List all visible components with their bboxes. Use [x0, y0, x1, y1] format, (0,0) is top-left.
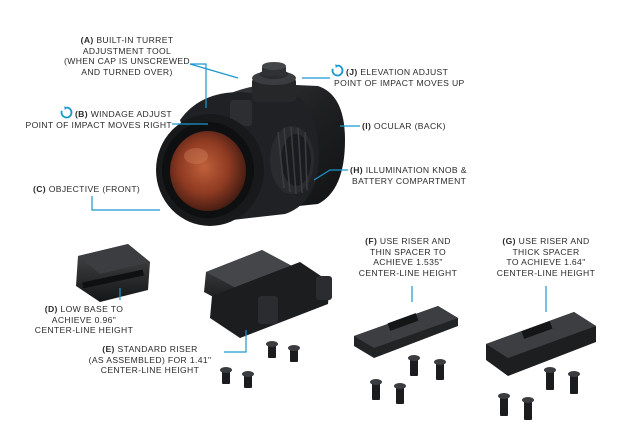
label-d-line3: CENTER-LINE HEIGHT [34, 325, 134, 336]
label-i-key: (I) [362, 121, 372, 131]
label-j-key: (J) [346, 67, 358, 77]
label-a-line2: ADJUSTMENT TOOL [82, 45, 172, 56]
label-a-line4: AND TURNED OVER) [81, 66, 173, 77]
label-a-line1: BUILT-IN TURRET [96, 35, 174, 45]
label-a-turret-tool: (A) BUILT-IN TURRET ADJUSTMENT TOOL (WHE… [62, 35, 192, 77]
label-b-key: (B) [74, 109, 88, 119]
spacer-screws-f [370, 355, 446, 404]
thick-spacer-plate [486, 312, 596, 376]
label-f-thin-spacer: (F) USE RISER AND THIN SPACER TO ACHIEVE… [352, 236, 464, 278]
label-g-key: (G) [502, 236, 516, 246]
leader-a [190, 63, 207, 108]
red-dot-sight [156, 62, 345, 226]
label-d-key: (D) [44, 304, 58, 314]
label-d-line2: ACHIEVE 0.96" [51, 314, 117, 325]
label-b-line1: WINDAGE ADJUST [90, 109, 172, 119]
spacer-screws-g [498, 367, 580, 420]
label-e-key: (E) [102, 344, 115, 354]
label-h-key: (H) [350, 165, 363, 175]
label-g-thick-spacer: (G) USE RISER AND THICK SPACER TO ACHIEV… [490, 236, 602, 278]
label-f-line4: CENTER-LINE HEIGHT [358, 267, 458, 278]
label-h-illumination: (H) ILLUMINATION KNOB & BATTERY COMPARTM… [350, 165, 467, 186]
windage-turret [230, 100, 252, 126]
label-a-line3: (WHEN CAP IS UNSCREWED [64, 56, 190, 67]
objective-lens [170, 131, 246, 211]
low-base [76, 244, 150, 302]
riser-screws [220, 341, 300, 388]
label-h-line2: BATTERY COMPARTMENT [352, 175, 467, 186]
label-c-objective: (C) OBJECTIVE (FRONT) [33, 184, 140, 195]
label-f-line1: USE RISER AND [379, 236, 451, 246]
label-j-line1: ELEVATION ADJUST [360, 67, 449, 77]
label-c-line1: OBJECTIVE (FRONT) [48, 184, 141, 194]
label-f-line2: THIN SPACER TO [369, 246, 447, 257]
label-j-line2: POINT OF IMPACT MOVES UP [334, 77, 465, 88]
rotate-clockwise-icon [331, 64, 344, 77]
label-b-line2: POINT OF IMPACT MOVES RIGHT [25, 119, 172, 130]
label-d-low-base: (D) LOW BASE TO ACHIEVE 0.96" CENTER-LIN… [28, 304, 140, 336]
leader-a2 [189, 63, 239, 79]
objective-lens-housing [156, 114, 264, 226]
label-e-line1: STANDARD RISER [117, 344, 198, 354]
label-c-key: (C) [33, 184, 46, 194]
leader-e [224, 330, 247, 353]
standard-riser [204, 250, 332, 338]
label-f-key: (F) [365, 236, 378, 246]
label-e-line2: (AS ASSEMBLED) FOR 1.41" [88, 354, 212, 365]
label-e-standard-riser: (E) STANDARD RISER (AS ASSEMBLED) FOR 1.… [76, 344, 224, 376]
label-g-line2: THICK SPACER [512, 246, 580, 257]
label-a-key: (A) [80, 35, 94, 45]
label-b-windage: (B) WINDAGE ADJUST POINT OF IMPACT MOVES… [4, 106, 172, 130]
rotate-clockwise-icon [60, 106, 73, 119]
label-g-line3: TO ACHIEVE 1.64" [506, 257, 586, 268]
label-g-line4: CENTER-LINE HEIGHT [496, 267, 596, 278]
elevation-turret [252, 62, 296, 102]
label-f-line3: ACHIEVE 1.535" [373, 257, 443, 268]
label-h-line1: ILLUMINATION KNOB & [365, 165, 467, 175]
leader-h [313, 169, 348, 181]
illumination-knob [270, 126, 314, 195]
leader-lines [91, 63, 547, 353]
label-e-line3: CENTER-LINE HEIGHT [100, 365, 200, 376]
label-d-line1: LOW BASE TO [60, 304, 124, 314]
label-i-ocular: (I) OCULAR (BACK) [362, 121, 446, 132]
thin-spacer-plate [354, 306, 458, 358]
label-g-line1: USE RISER AND [518, 236, 590, 246]
label-i-line1: OCULAR (BACK) [373, 121, 446, 131]
label-j-elevation: (J) ELEVATION ADJUST POINT OF IMPACT MOV… [331, 64, 465, 88]
leader-c [91, 196, 160, 211]
